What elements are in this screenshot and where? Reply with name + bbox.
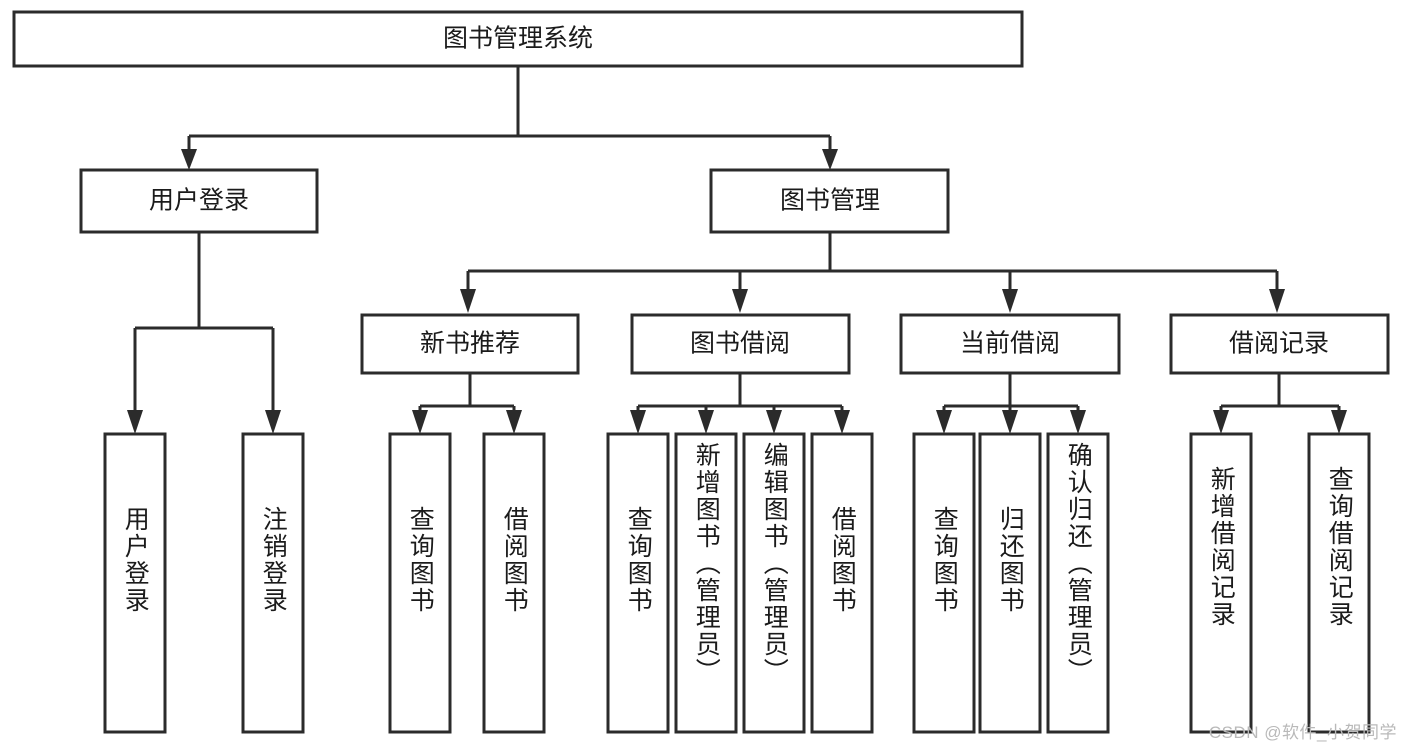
node-borrow-record-box[interactable] <box>1169 313 1390 375</box>
node-current-borrow-box[interactable] <box>899 313 1121 375</box>
leaf-box-query-borrow-record[interactable] <box>1307 432 1371 734</box>
arrow-user-login <box>181 149 197 170</box>
node-root-box[interactable] <box>12 10 1024 68</box>
leaf-box-query-book-2[interactable] <box>606 432 670 734</box>
node-book-borrow-box[interactable] <box>630 313 851 375</box>
arrow-current-borrow <box>1002 289 1018 313</box>
arrow-new-book-recommend <box>460 289 476 313</box>
arrow-leaf-query-borrow-record <box>1331 410 1347 434</box>
arrow-leaf-query-book-3 <box>936 410 952 434</box>
node-book-management-box[interactable] <box>709 168 950 234</box>
leaf-box-user-login[interactable] <box>103 432 167 734</box>
leaf-box-add-book-admin[interactable] <box>674 432 738 734</box>
arrow-leaf-add-borrow-record <box>1213 410 1229 434</box>
leaf-box-return-book[interactable] <box>978 432 1042 734</box>
leaf-box-borrow-book-2[interactable] <box>810 432 874 734</box>
arrow-borrow-record <box>1269 289 1285 313</box>
arrow-leaf-add-book-admin <box>698 410 714 434</box>
leaf-box-query-book-1[interactable] <box>388 432 452 734</box>
arrow-leaf-logout-login <box>265 410 281 434</box>
arrow-book-borrow <box>732 289 748 313</box>
arrow-leaf-edit-book-admin <box>766 410 782 434</box>
leaf-box-query-book-3[interactable] <box>912 432 976 734</box>
node-book-management-label: 图书管理 <box>780 187 880 215</box>
arrow-leaf-confirm-return-admin <box>1070 410 1086 434</box>
arrow-leaf-return-book <box>1002 410 1018 434</box>
node-new-book-recommend-box[interactable] <box>360 313 580 375</box>
leaf-box-add-borrow-record[interactable] <box>1189 432 1253 734</box>
node-book-borrow-label: 图书借阅 <box>690 330 790 358</box>
node-borrow-record-label: 借阅记录 <box>1229 330 1329 358</box>
leaf-box-logout-login[interactable] <box>241 432 305 734</box>
node-user-login-label: 用户登录 <box>149 187 249 215</box>
leaf-box-borrow-book-1[interactable] <box>482 432 546 734</box>
arrow-leaf-user-login <box>127 410 143 434</box>
arrow-leaf-query-book-1 <box>412 410 428 434</box>
node-current-borrow-label: 当前借阅 <box>960 330 1060 358</box>
node-new-book-recommend-label: 新书推荐 <box>420 330 520 358</box>
arrow-leaf-borrow-book-2 <box>834 410 850 434</box>
arrow-book-management <box>822 149 838 170</box>
node-root-label: 图书管理系统 <box>443 25 593 53</box>
csdn-watermark: CSDN @软件_小贺同学 <box>1208 723 1397 742</box>
arrow-leaf-borrow-book-1 <box>506 410 522 434</box>
leaf-box-edit-book-admin[interactable] <box>742 432 806 734</box>
arrow-leaf-query-book-2 <box>630 410 646 434</box>
leaf-box-confirm-return-admin[interactable] <box>1046 432 1110 734</box>
